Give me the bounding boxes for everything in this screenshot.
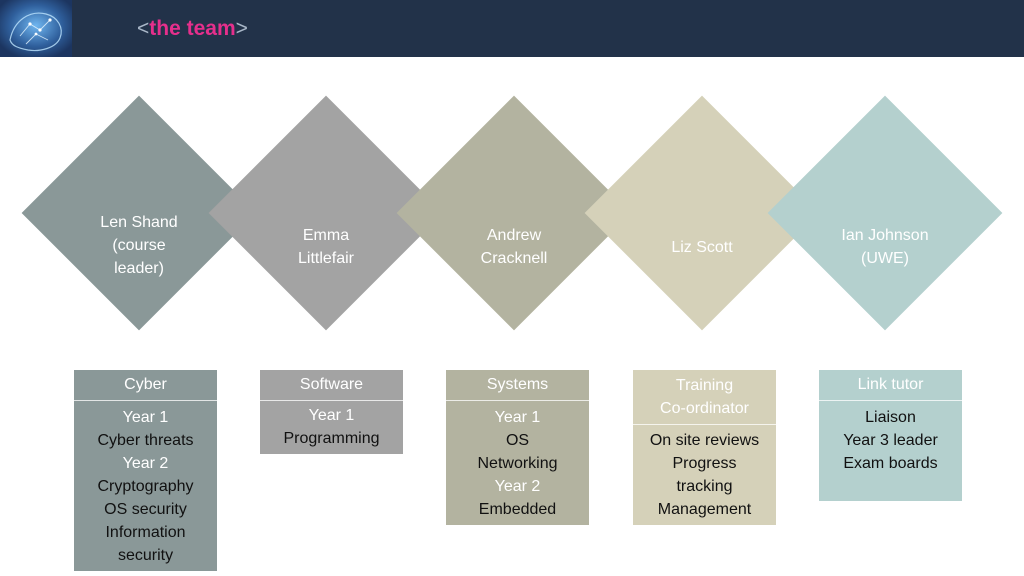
card-title: Systems <box>446 370 589 401</box>
card-line: OS <box>505 432 530 449</box>
member-name-line: Ian Johnson <box>841 227 929 244</box>
card-line: OS security <box>104 501 187 518</box>
title-bracket-open: < <box>137 17 150 40</box>
card-line: Year 2 <box>494 478 541 495</box>
member-label-emma-littlefair: Emma Littlefair <box>236 212 416 282</box>
member-label-len-shand: Len Shand (course leader) <box>49 210 229 280</box>
page-title: <the team> <box>137 18 248 39</box>
card-line: security <box>117 547 174 564</box>
card-line: Progress <box>672 455 737 472</box>
card-title: Training Co-ordinator <box>633 370 776 425</box>
card-body: On site reviews Progress tracking Manage… <box>633 425 776 529</box>
card-line: Year 1 <box>122 409 169 426</box>
card-line: tracking <box>676 478 733 495</box>
card-systems: Systems Year 1 OS Networking Year 2 Embe… <box>446 370 589 525</box>
member-name-line: (course <box>112 236 166 254</box>
card-link-tutor: Link tutor Liaison Year 3 leader Exam bo… <box>819 370 962 501</box>
card-line: Year 1 <box>494 409 541 426</box>
card-line: Year 1 <box>308 407 355 424</box>
card-line: On site reviews <box>649 432 760 449</box>
card-line: Liaison <box>865 409 916 426</box>
card-line: Year 2 <box>122 455 169 472</box>
title-bracket-close: > <box>235 17 248 40</box>
card-training-coordinator: Training Co-ordinator On site reviews Pr… <box>633 370 776 525</box>
card-title: Cyber <box>74 370 217 401</box>
card-line: Networking <box>477 455 558 472</box>
member-name-line: Emma <box>302 227 350 244</box>
card-body: Year 1 Cyber threats Year 2 Cryptography… <box>74 401 217 575</box>
card-body: Liaison Year 3 leader Exam boards <box>819 401 962 483</box>
card-line: Cryptography <box>97 478 194 495</box>
card-line: Management <box>657 501 752 518</box>
member-label-andrew-cracknell: Andrew Cracknell <box>424 212 604 282</box>
member-label-liz-scott: Liz Scott <box>612 212 792 282</box>
member-name-line: Len Shand <box>100 213 178 231</box>
header-bar: <the team> <box>0 0 1024 57</box>
title-text: the team <box>149 17 236 40</box>
card-line: Year 3 leader <box>843 432 938 449</box>
member-name-line: Littlefair <box>297 250 355 267</box>
card-title: Software <box>260 370 403 401</box>
card-title-line: Co-ordinator <box>660 400 749 417</box>
card-line: Cyber threats <box>97 432 194 449</box>
card-title: Link tutor <box>819 370 962 401</box>
card-line: Exam boards <box>843 455 938 472</box>
card-line: Programming <box>283 430 380 447</box>
card-software: Software Year 1 Programming <box>260 370 403 454</box>
brain-logo-icon <box>0 0 72 57</box>
member-name-line: Cracknell <box>480 250 548 267</box>
member-name-line: Andrew <box>486 227 542 244</box>
member-label-ian-johnson: Ian Johnson (UWE) <box>795 212 975 282</box>
card-body: Year 1 Programming <box>260 401 403 458</box>
card-line: Information <box>105 524 186 541</box>
card-body: Year 1 OS Networking Year 2 Embedded <box>446 401 589 529</box>
member-name-line: Liz Scott <box>671 238 733 256</box>
member-name-line: (UWE) <box>861 250 909 267</box>
card-line: Embedded <box>478 501 557 518</box>
member-name-line: leader) <box>114 259 164 277</box>
card-title-line: Training <box>675 377 734 394</box>
card-cyber: Cyber Year 1 Cyber threats Year 2 Crypto… <box>74 370 217 571</box>
